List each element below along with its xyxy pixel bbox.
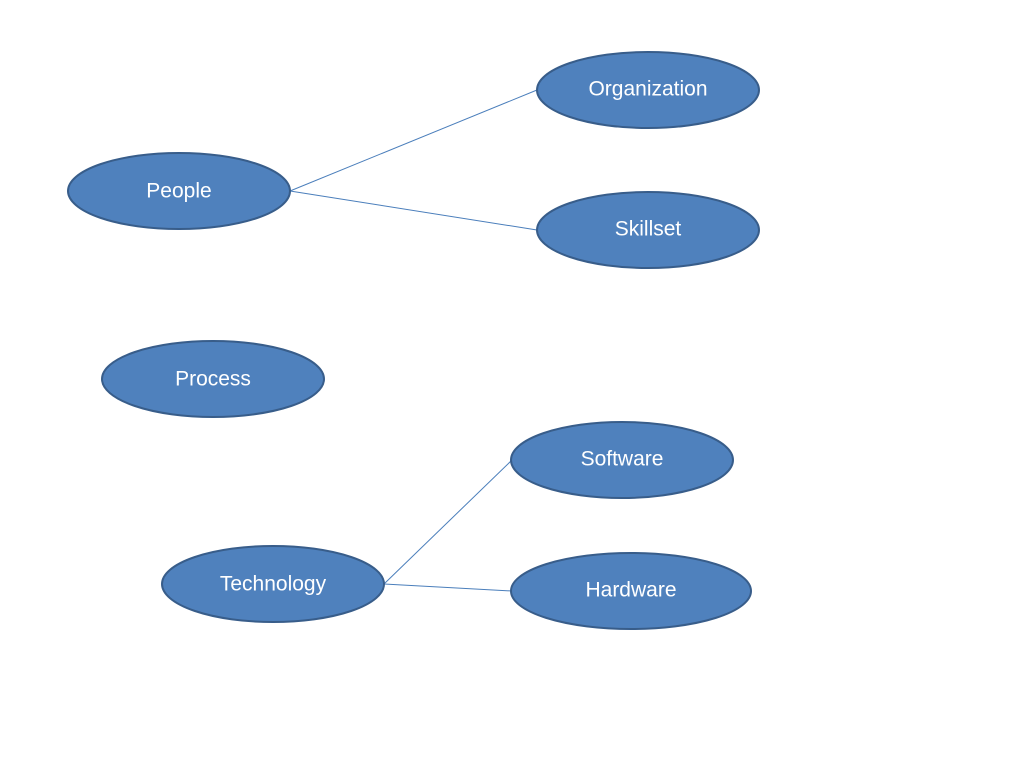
node-people-label: People [146, 180, 211, 203]
node-technology-label: Technology [220, 573, 327, 596]
node-organization-shape [536, 51, 760, 129]
connector-people-organization [289, 89, 538, 192]
node-software-shape [510, 421, 734, 499]
node-organization-label: Organization [588, 78, 707, 101]
node-technology-shape [161, 545, 385, 623]
connector-technology-software [383, 459, 513, 585]
connectors [289, 89, 538, 592]
node-skillset[interactable]: Skillset [536, 191, 760, 269]
node-people-shape [67, 152, 291, 230]
node-hardware-shape [510, 552, 752, 630]
node-hardware-label: Hardware [585, 579, 676, 602]
node-skillset-shape [536, 191, 760, 269]
node-hardware[interactable]: Hardware [510, 552, 752, 630]
node-technology[interactable]: Technology [161, 545, 385, 623]
connector-technology-hardware [383, 583, 513, 592]
node-people[interactable]: People [67, 152, 291, 230]
node-organization[interactable]: Organization [536, 51, 760, 129]
connector-people-skillset [289, 190, 538, 231]
node-software-label: Software [581, 448, 664, 471]
node-process-label: Process [175, 368, 251, 391]
node-skillset-label: Skillset [615, 218, 682, 241]
node-process[interactable]: Process [101, 340, 325, 418]
node-process-shape [101, 340, 325, 418]
node-software[interactable]: Software [510, 421, 734, 499]
